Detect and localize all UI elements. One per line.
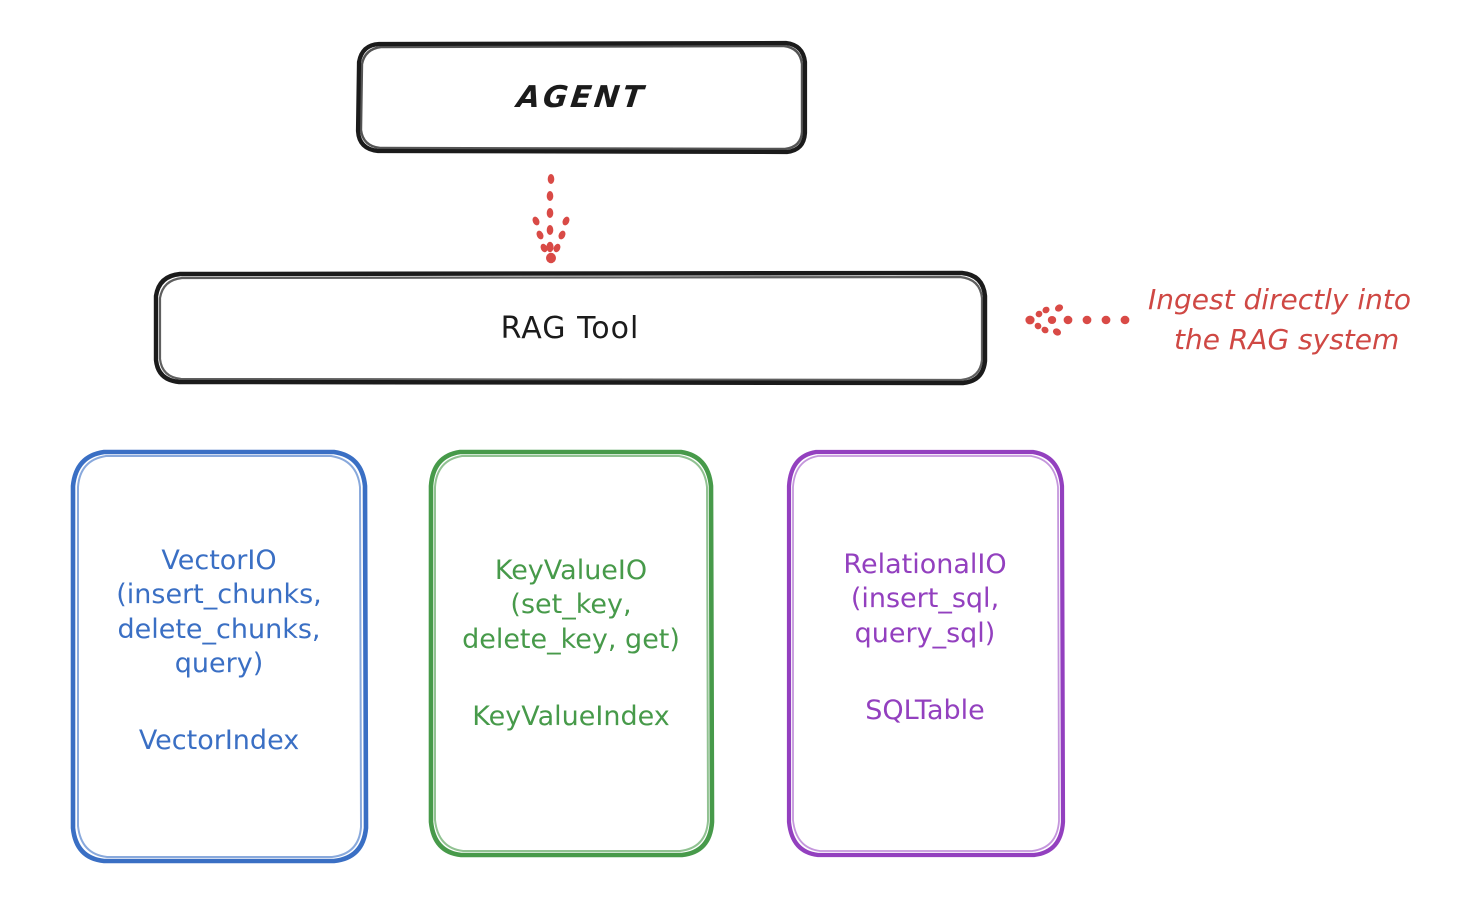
relational-io-box-outline xyxy=(786,449,1066,858)
key-value-io-node[interactable]: KeyValueIO (set_key, delete_key, get) Ke… xyxy=(430,450,712,856)
ingest-annotation-line2: the RAG system xyxy=(1174,322,1400,356)
relational-io-node[interactable]: RelationalIO (insert_sql, query_sql) SQL… xyxy=(788,450,1062,856)
relational-io-api-label: RelationalIO (insert_sql, query_sql) xyxy=(843,548,1007,649)
agent-to-ragtool-connector xyxy=(532,174,570,264)
agent-label: AGENT xyxy=(514,80,648,115)
key-value-io-box-outline xyxy=(428,449,715,858)
ingest-annotation: Ingest directly into the RAG system xyxy=(1148,280,1478,360)
vector-index-label: VectorIndex xyxy=(138,724,300,756)
rag-tool-label: RAG Tool xyxy=(500,310,640,346)
ingest-annotation-line1: Ingest directly into xyxy=(1148,283,1412,316)
agent-node[interactable]: AGENT xyxy=(357,42,805,153)
agent-box-outline xyxy=(355,40,808,155)
vector-io-box-outline xyxy=(70,449,369,864)
key-value-index-label: KeyValueIndex xyxy=(472,700,670,732)
vector-io-node[interactable]: VectorIO (insert_chunks, delete_chunks, … xyxy=(72,450,366,862)
rag-tool-node[interactable]: RAG Tool xyxy=(155,272,985,384)
ragtool-box-outline xyxy=(153,270,988,386)
sql-table-label: SQLTable xyxy=(865,694,985,726)
key-value-io-api-label: KeyValueIO (set_key, delete_key, get) xyxy=(462,554,680,655)
vector-io-api-label: VectorIO (insert_chunks, delete_chunks, … xyxy=(116,544,322,680)
ingest-to-ragtool-connector xyxy=(1025,304,1130,336)
